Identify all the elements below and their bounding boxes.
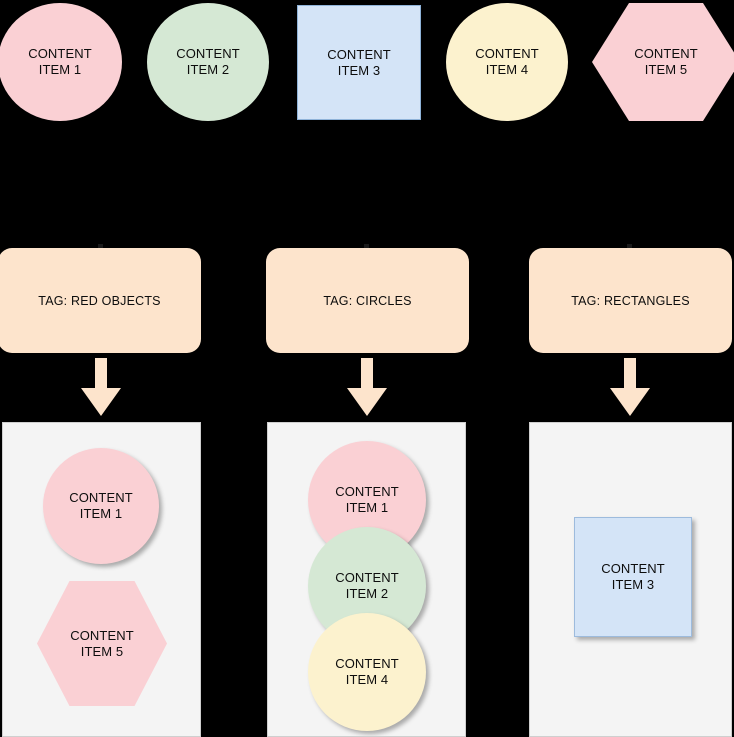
tag-rectangles-label: TAG: RECTANGLES <box>571 293 690 308</box>
content-item-3-label: CONTENT ITEM 3 <box>327 46 391 78</box>
arrow-down-circles <box>347 358 387 416</box>
content-item-1-label: CONTENT ITEM 1 <box>28 46 92 77</box>
content-item-3-rectangle[interactable]: CONTENT ITEM 3 <box>297 5 421 120</box>
result-red-objects-item-5-label: CONTENT ITEM 5 <box>70 627 134 659</box>
result-circles-item-1-label: CONTENT ITEM 1 <box>335 484 399 515</box>
tag-red-objects-connector-nub <box>98 244 103 248</box>
result-red-objects-item-5-hexagon[interactable]: CONTENT ITEM 5 <box>37 581 167 706</box>
result-circles-item-2-label: CONTENT ITEM 2 <box>335 570 399 601</box>
result-circles-item-4-circle[interactable]: CONTENT ITEM 4 <box>308 613 426 731</box>
content-item-2-label: CONTENT ITEM 2 <box>176 46 240 77</box>
result-rectangles-item-3-rectangle[interactable]: CONTENT ITEM 3 <box>574 517 692 637</box>
tag-circles-connector-nub <box>364 244 369 248</box>
result-container-circles: CONTENT ITEM 1 CONTENT ITEM 2 CONTENT IT… <box>267 422 466 737</box>
result-rectangles-item-3-label: CONTENT ITEM 3 <box>601 561 665 592</box>
tag-circles-box[interactable]: TAG: CIRCLES <box>266 248 469 353</box>
result-circles-item-4-label: CONTENT ITEM 4 <box>335 656 399 687</box>
tag-rectangles-connector-nub <box>627 244 632 248</box>
arrow-down-rectangles <box>610 358 650 416</box>
content-item-5-hexagon[interactable]: CONTENT ITEM 5 <box>592 3 734 121</box>
tag-circles-label: TAG: CIRCLES <box>323 293 412 308</box>
tag-rectangles-box[interactable]: TAG: RECTANGLES <box>529 248 732 353</box>
tag-red-objects-label: TAG: RED OBJECTS <box>38 293 161 308</box>
content-item-4-label: CONTENT ITEM 4 <box>475 46 539 77</box>
content-item-4-circle[interactable]: CONTENT ITEM 4 <box>446 3 568 121</box>
content-item-1-circle[interactable]: CONTENT ITEM 1 <box>0 3 122 121</box>
content-item-2-circle[interactable]: CONTENT ITEM 2 <box>147 3 269 121</box>
result-container-rectangles: CONTENT ITEM 3 <box>529 422 732 737</box>
arrow-down-red-objects <box>81 358 121 416</box>
result-red-objects-item-1-circle[interactable]: CONTENT ITEM 1 <box>43 448 159 564</box>
result-container-red-objects: CONTENT ITEM 1 CONTENT ITEM 5 <box>2 422 201 737</box>
result-red-objects-item-1-label: CONTENT ITEM 1 <box>69 490 133 521</box>
tag-red-objects-box[interactable]: TAG: RED OBJECTS <box>0 248 201 353</box>
content-item-5-label: CONTENT ITEM 5 <box>634 46 698 77</box>
